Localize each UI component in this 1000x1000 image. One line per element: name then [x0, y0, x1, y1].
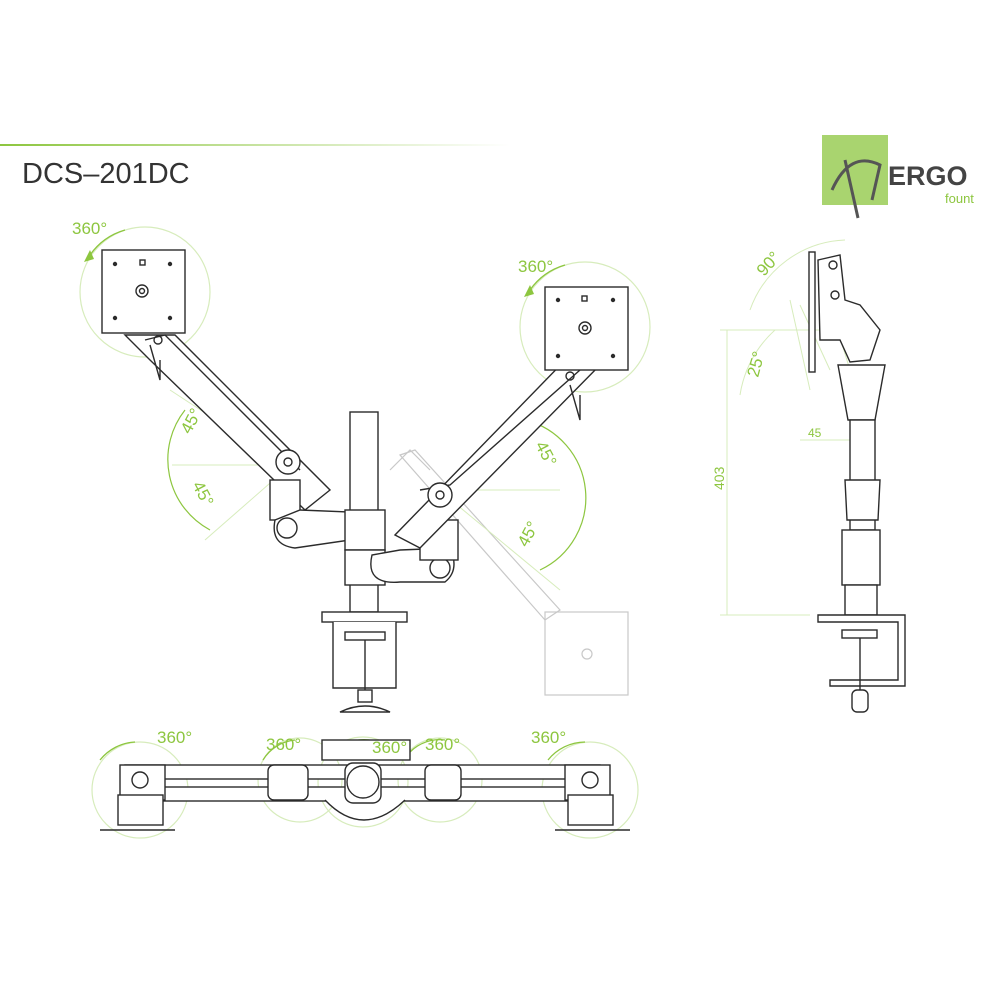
header-divider	[0, 144, 510, 146]
side-clamp	[817, 614, 906, 687]
clamp-plate	[321, 611, 408, 623]
ergofount-logo: ERGO fount	[822, 135, 974, 219]
side-tilt-up-label: 90°	[753, 248, 784, 280]
top-rotation-4: 360°	[425, 735, 460, 754]
right-rotation-circle	[519, 261, 651, 393]
right-rotation-label: 360°	[518, 257, 553, 276]
side-height-label: 403	[711, 466, 727, 490]
top-rotation-1: 360°	[157, 728, 192, 747]
side-view	[720, 239, 906, 713]
side-tilt-down-label: 25°	[744, 349, 769, 379]
left-rotation-circle	[79, 226, 211, 358]
top-rotation-5: 360°	[531, 728, 566, 747]
model-title: DCS–201DC	[22, 158, 190, 190]
left-tilt-lower-label: 45°	[188, 478, 217, 510]
side-monitor-plate	[808, 251, 816, 373]
logo-brand: ERGO	[888, 161, 968, 191]
side-offset-label: 45	[808, 426, 822, 440]
logo-sub: fount	[945, 191, 974, 206]
front-view	[79, 226, 651, 713]
right-tilt-upper-label: 45°	[531, 438, 560, 470]
top-rotation-3: 360°	[372, 738, 407, 757]
right-tilt-lower-label: 45°	[514, 518, 543, 550]
ghost-arm	[389, 449, 629, 696]
left-rotation-label: 360°	[72, 219, 107, 238]
top-rotation-2: 360°	[266, 735, 301, 754]
top-view	[91, 736, 639, 839]
